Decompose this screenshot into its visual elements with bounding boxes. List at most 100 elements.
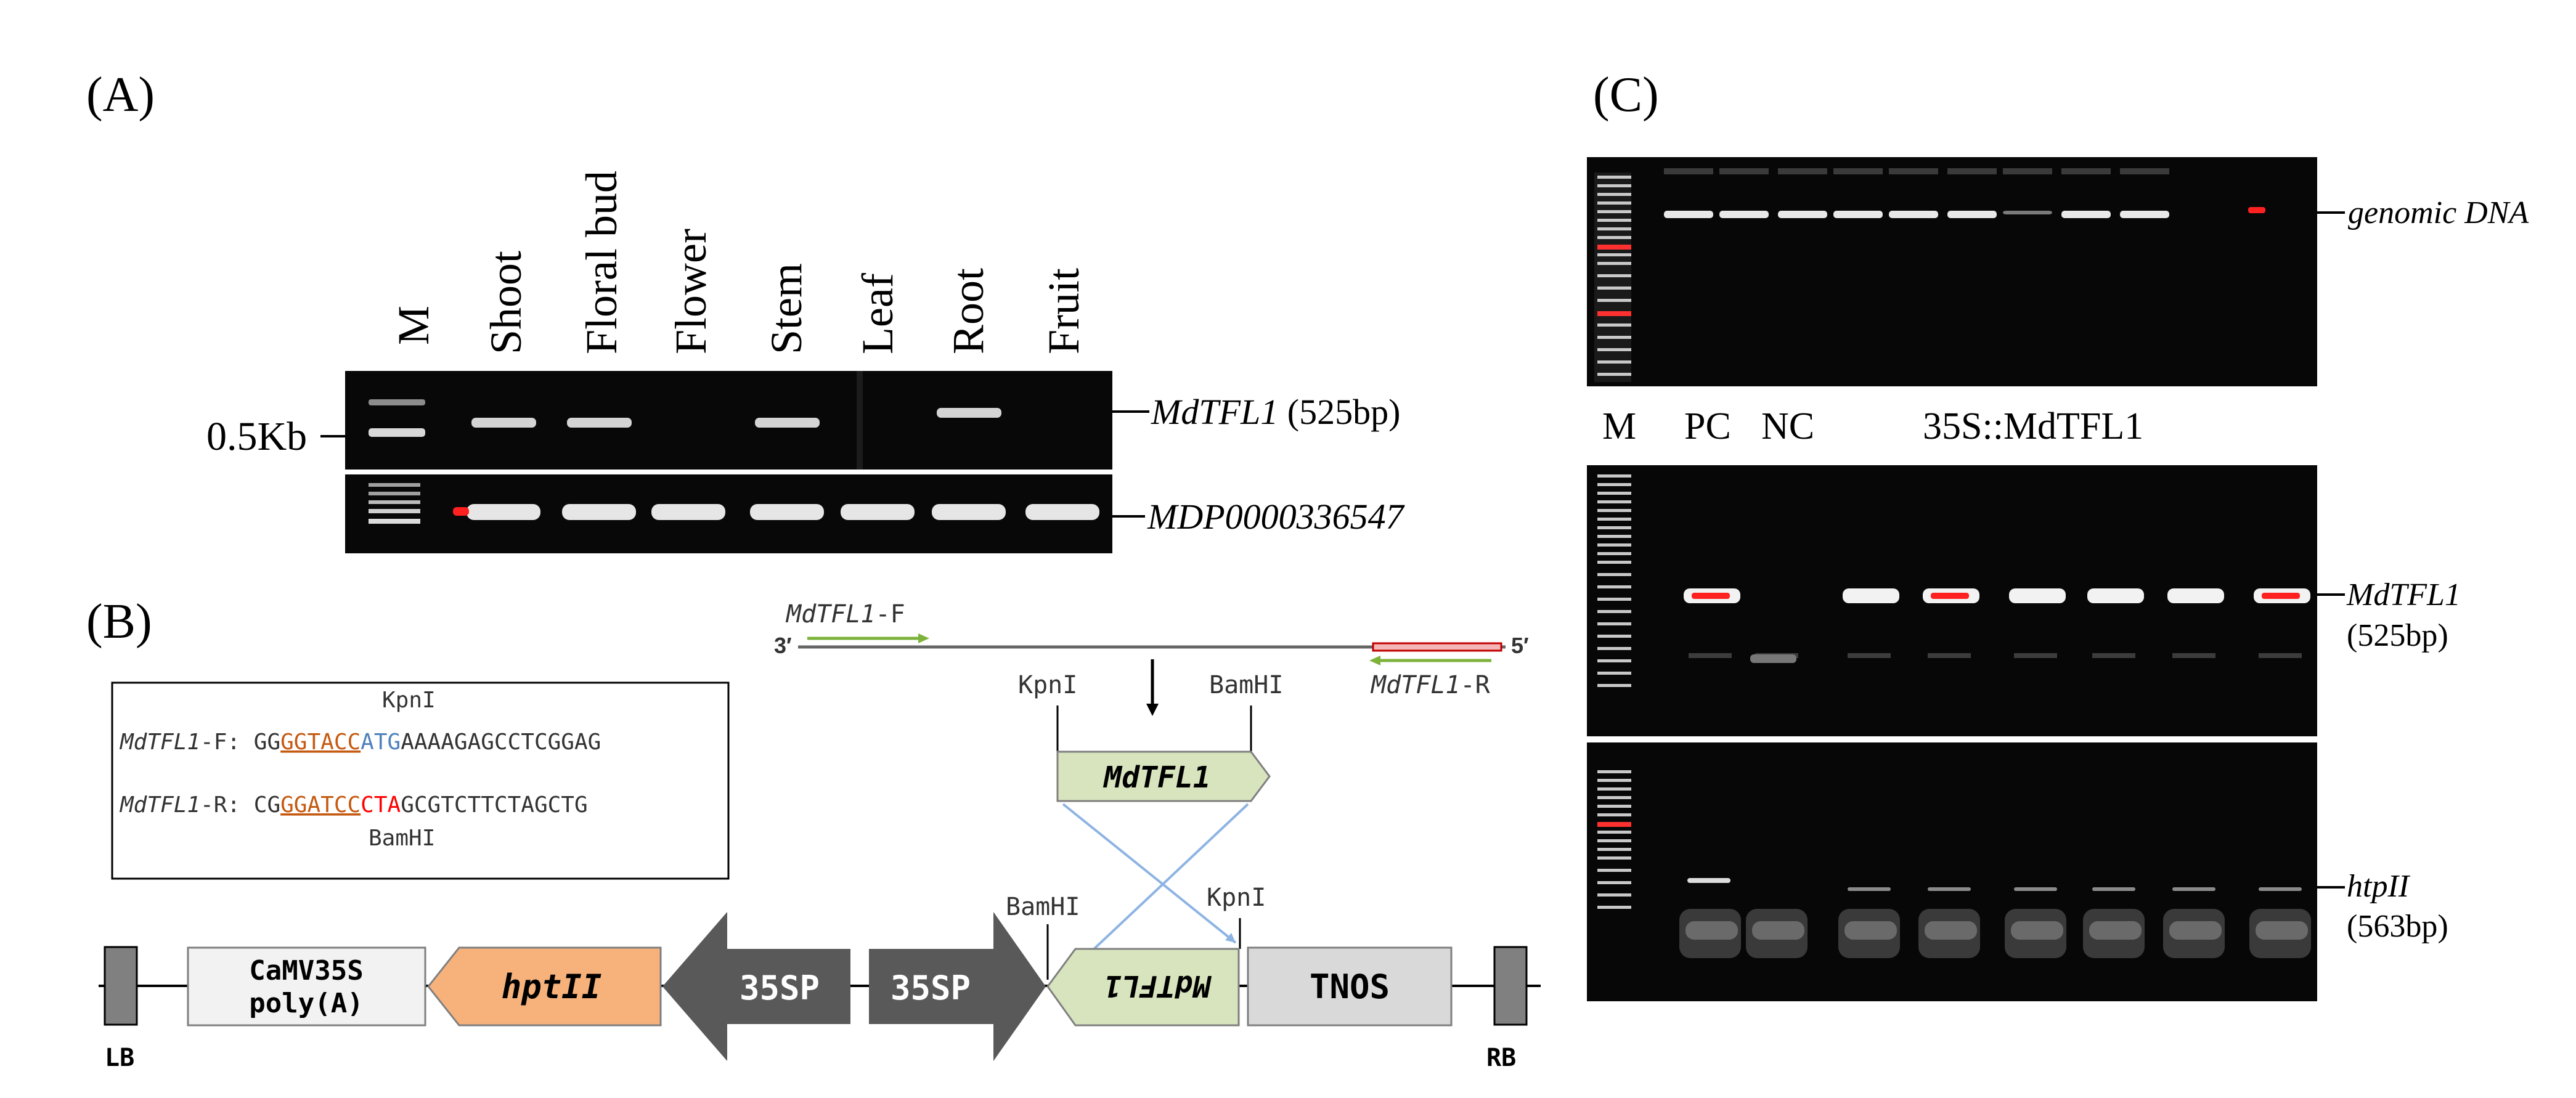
primer-dimer [1689, 653, 1732, 658]
vector-kpni-label: KpnI [1207, 884, 1266, 912]
hptii-box [427, 946, 662, 1027]
panel-c-label: (C) [1593, 68, 1659, 122]
smear-core [2169, 921, 2222, 940]
tnos-box [1247, 946, 1453, 1027]
smear-core [2089, 921, 2142, 940]
ladder-band [1597, 552, 1631, 555]
ladder-band [1597, 210, 1631, 213]
ladder-band [1597, 262, 1631, 265]
ladder-band [1597, 647, 1631, 650]
panel-b-label: (B) [86, 595, 152, 649]
well [1778, 168, 1827, 174]
lane-label-floral-bud: Floral bud [577, 171, 626, 354]
genomic-band [1778, 211, 1827, 218]
smear-core [2256, 921, 2308, 940]
gel-c-genomic [1587, 157, 2317, 386]
well [2061, 168, 2111, 174]
fwd-primer-arrowhead [918, 633, 929, 643]
bamhi-site-label: BamHI [369, 826, 435, 851]
primer-dimer [2172, 653, 2215, 658]
fwd-primer-label: MdTFL1-F [785, 600, 905, 628]
mdtfl1-band [2009, 588, 2066, 603]
ladder-band [1597, 311, 1631, 316]
htpii-ladder [1597, 770, 1631, 909]
gel-band [755, 418, 820, 428]
lane-label-leaf: Leaf [853, 273, 902, 354]
mdtfl1-band [2167, 588, 2224, 603]
gel-a-top [345, 371, 1112, 470]
ladder-band [1597, 869, 1631, 872]
gel-band [651, 504, 725, 520]
primer-dimer [2014, 653, 2057, 658]
ladder-band [1597, 893, 1631, 897]
ref-gene-label: MDP0000336547 [1147, 497, 1405, 537]
primer-dimer [1848, 653, 1891, 658]
gel-band [750, 504, 824, 520]
lane-label-shoot: Shoot [481, 251, 531, 354]
hptii-label: hptII [502, 967, 602, 1006]
tnos-label: TNOS [1310, 967, 1390, 1006]
gel-a-bottom [345, 474, 1112, 553]
promoter-35sp-right [869, 912, 1046, 1061]
ladder-band [1597, 787, 1631, 791]
ladder-band [1597, 796, 1631, 799]
end-3-label: 3′ [774, 633, 792, 658]
gel-band [471, 418, 536, 428]
genomic-ladder [1597, 176, 1631, 376]
ladder-band [1597, 219, 1631, 222]
gel-c-mdtfl1 [1587, 465, 2317, 736]
insert-label: MdTFL1 [1103, 760, 1210, 795]
vector-insert-box [1046, 948, 1240, 1027]
polya-line1: CaMV35S [249, 955, 363, 986]
ladder-band [1597, 805, 1631, 808]
ladder-band [1597, 299, 1631, 302]
well [1889, 168, 1938, 174]
lane-label-flower: Flower [666, 229, 715, 354]
ladder-band [1597, 635, 1631, 638]
ladder-band [1597, 822, 1631, 827]
insert-kpni-label: KpnI [1018, 671, 1077, 699]
lane-c-pc: PC [1684, 405, 1731, 447]
well [1719, 168, 1769, 174]
ladder-band [1597, 492, 1631, 495]
ladder-band [1597, 336, 1631, 339]
gel-band [562, 504, 636, 520]
genomic-band [1664, 211, 1713, 218]
well [1664, 168, 1713, 174]
primer-dimer [1928, 653, 1971, 658]
well [2003, 168, 2052, 174]
insert-fragment: KpnI BamHI MdTFL1 [1018, 671, 1283, 802]
gel-band [932, 504, 1006, 520]
ladder-band [1597, 236, 1631, 239]
lane-label-root: Root [944, 268, 993, 354]
ladder-band [1597, 684, 1631, 687]
htpii-bands [1679, 878, 2311, 958]
ladder-band [1597, 839, 1631, 842]
ladder-band [1597, 779, 1631, 782]
nc-primer-dimer [1750, 654, 1796, 663]
rev-primer-arrowhead [1369, 656, 1380, 665]
rev-primer-label: MdTFL1-R [1370, 671, 1491, 699]
primer-dimer [2092, 653, 2135, 658]
well [1833, 168, 1883, 174]
ladder-band [1597, 881, 1631, 884]
lane-c-group: 35S::MdTFL1 [1923, 405, 2143, 447]
htpii-band [1687, 878, 1730, 883]
gene-label-a: MdTFL1 (525bp) [1151, 392, 1400, 432]
ladder-band [1597, 561, 1631, 564]
smear-core [1752, 921, 1804, 940]
smear-core [1925, 921, 1977, 940]
ladder-band [1597, 287, 1631, 290]
ladder-band [1597, 535, 1631, 538]
htpii-band [1928, 887, 1971, 891]
saturation-spot [1692, 593, 1730, 599]
mdtfl1-c-size: (525bp) [2347, 618, 2448, 653]
lane-label-stem: Stem [762, 263, 811, 354]
insert-bamhi-label: BamHI [1209, 671, 1283, 699]
ladder-band [1597, 253, 1631, 256]
saturation-spot [2262, 593, 2300, 599]
mdtfl1-band [1843, 588, 1899, 603]
well [2120, 168, 2169, 174]
genomic-bands [1664, 168, 2265, 218]
